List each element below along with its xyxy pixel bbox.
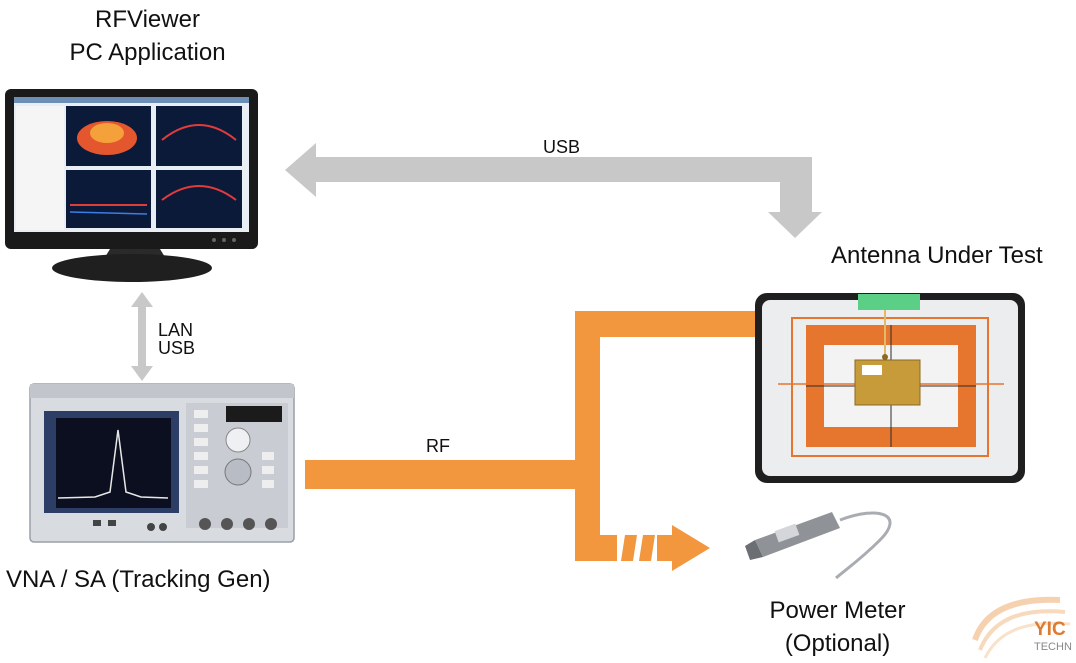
antenna-under-test-label: Antenna Under Test xyxy=(831,242,1043,269)
logo-text: YIC xyxy=(1034,620,1066,640)
pc-application-label: RFViewer PC Application xyxy=(35,3,260,69)
rf-connection-label: RF xyxy=(426,436,450,456)
vna-label: VNA / SA (Tracking Gen) xyxy=(6,566,271,593)
pc-application-title: RFViewer xyxy=(95,6,200,33)
power-meter-label: Power Meter (Optional) xyxy=(745,594,930,660)
antenna-board-icon xyxy=(755,293,1025,483)
power-meter-sensor-icon xyxy=(745,511,892,580)
usb-data-arrow xyxy=(285,143,822,238)
power-meter-subtitle: (Optional) xyxy=(784,630,891,657)
lan-connection-label: LAN xyxy=(158,320,194,340)
logo-subtext: TECHN xyxy=(1034,641,1072,653)
usb-side-connection-label: USB xyxy=(158,338,196,358)
pc-monitor-icon xyxy=(5,89,258,282)
company-logo-icon xyxy=(972,596,1071,659)
vna-instrument-icon xyxy=(29,383,295,543)
lan-usb-double-arrow xyxy=(131,292,153,381)
usb-connection-label: USB xyxy=(543,137,581,157)
pc-application-subtitle: PC Application xyxy=(69,39,226,66)
power-meter-title: Power Meter xyxy=(769,597,906,624)
